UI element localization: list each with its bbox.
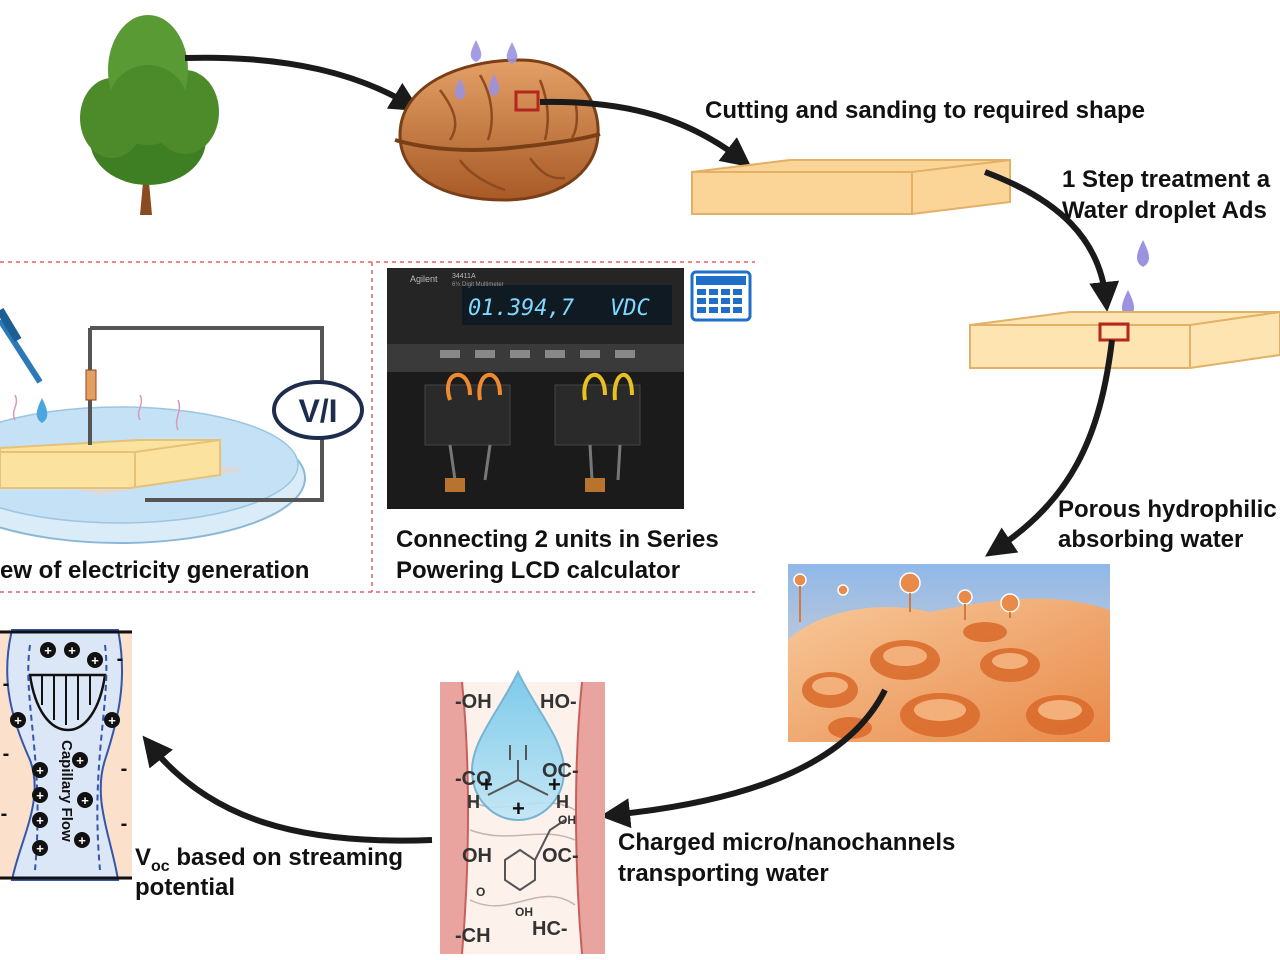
label-oc-mid-right: OC- (542, 845, 579, 867)
walnut-icon (394, 58, 601, 202)
svg-text:-: - (3, 673, 10, 695)
label-co-left: -CO (455, 768, 492, 790)
label-ch-bottom-left: -CH (455, 925, 491, 947)
sample-marker-plank (1098, 322, 1130, 342)
svg-text:+: + (44, 643, 52, 658)
svg-text:+: + (91, 653, 99, 668)
porous-structure-image (788, 564, 1110, 742)
arrow-porous-to-channels (600, 688, 888, 829)
label-oc-right: OC- (542, 760, 579, 782)
svg-text:+: + (36, 841, 44, 856)
capillary-flow-diagram: + + + + + + + + + + + + - - - - - - Capillary Flow (0, 629, 132, 881)
label-porous-line1: Porous hydrophilic (1058, 496, 1277, 523)
arrow-tree-to-walnut (184, 54, 421, 112)
label-treatment-line1: 1 Step treatment a (1062, 166, 1271, 193)
meter-reading: 01.394,7 (468, 296, 575, 321)
label-h-left: H (467, 792, 480, 812)
svg-text:+: + (548, 772, 561, 797)
charged-channel-diagram: -OH HO- -CO OC- H H OH OH OC- O OH -CH H… (440, 669, 605, 955)
svg-text:+: + (14, 713, 22, 728)
svg-text:+: + (108, 713, 116, 728)
meter-unit: VDC (610, 296, 650, 321)
sample-marker-walnut (514, 90, 540, 112)
droplet-icons-walnut (454, 40, 518, 100)
svg-text:+: + (480, 772, 493, 797)
meter-model: 34411A (452, 273, 476, 280)
capillary-flow-label: Capillary Flow (58, 740, 75, 842)
voc-rest: based on streaming (170, 844, 403, 871)
svg-text:-: - (121, 758, 128, 780)
label-charged-line2: transporting water (618, 860, 829, 887)
label-oh-top-left: -OH (455, 691, 492, 713)
label-voc-line1: Voc based on streaming (135, 844, 403, 875)
experiment-setup-diagram: V/I (0, 307, 364, 544)
svg-text:-: - (121, 813, 128, 835)
tree-icon (80, 15, 219, 215)
label-hc-bottom-right: HC- (532, 918, 568, 940)
svg-text:+: + (36, 813, 44, 828)
arrow-plank-to-treated (983, 169, 1120, 312)
meter-brand: Agilent (410, 274, 438, 284)
meter-model-sub: 6½ Digit Multimeter (452, 281, 504, 288)
wood-plank-top (691, 159, 1011, 215)
svg-text:-: - (117, 648, 124, 670)
label-oh-mid-left: OH (462, 845, 492, 867)
label-o-small: O (476, 885, 485, 899)
label-series-line1: Connecting 2 units in Series (396, 526, 719, 553)
label-h-right: H (556, 792, 569, 812)
droplet-icons-plank (1121, 240, 1150, 317)
svg-text:+: + (36, 763, 44, 778)
label-cutting: Cutting and sanding to required shape (705, 97, 1145, 124)
svg-text:-: - (3, 743, 10, 765)
svg-text:+: + (36, 788, 44, 803)
arrow-channels-to-capillary (142, 735, 433, 844)
label-porous-line2: absorbing water (1058, 526, 1243, 553)
label-ho-top-right: HO- (540, 691, 577, 713)
label-voc-line2: potential (135, 874, 235, 901)
label-oh-small: OH (558, 813, 576, 827)
voc-subscript: oc (151, 858, 170, 875)
svg-text:+: + (76, 753, 84, 768)
svg-text:-: - (1, 803, 8, 825)
calculator-icon (690, 270, 752, 322)
panel-borders (0, 261, 755, 593)
svg-text:+: + (68, 643, 76, 658)
multimeter-photo: Agilent 34411A 6½ Digit Multimeter 01.39… (387, 268, 684, 509)
label-treatment-line2: Water droplet Ads (1062, 197, 1267, 224)
arrow-plank-to-porous (985, 339, 1115, 557)
svg-text:+: + (81, 793, 89, 808)
label-charged-line1: Charged micro/nanochannels (618, 829, 955, 856)
label-series-line2: Powering LCD calculator (396, 557, 680, 584)
label-view: ew of electricity generation (0, 557, 309, 584)
vi-meter-label: V/I (298, 393, 337, 429)
voc-symbol: V (135, 844, 151, 871)
label-oh-bottom: OH (515, 905, 533, 919)
arrow-walnut-to-plank (539, 98, 752, 168)
svg-text:+: + (512, 796, 525, 821)
svg-text:+: + (78, 833, 86, 848)
